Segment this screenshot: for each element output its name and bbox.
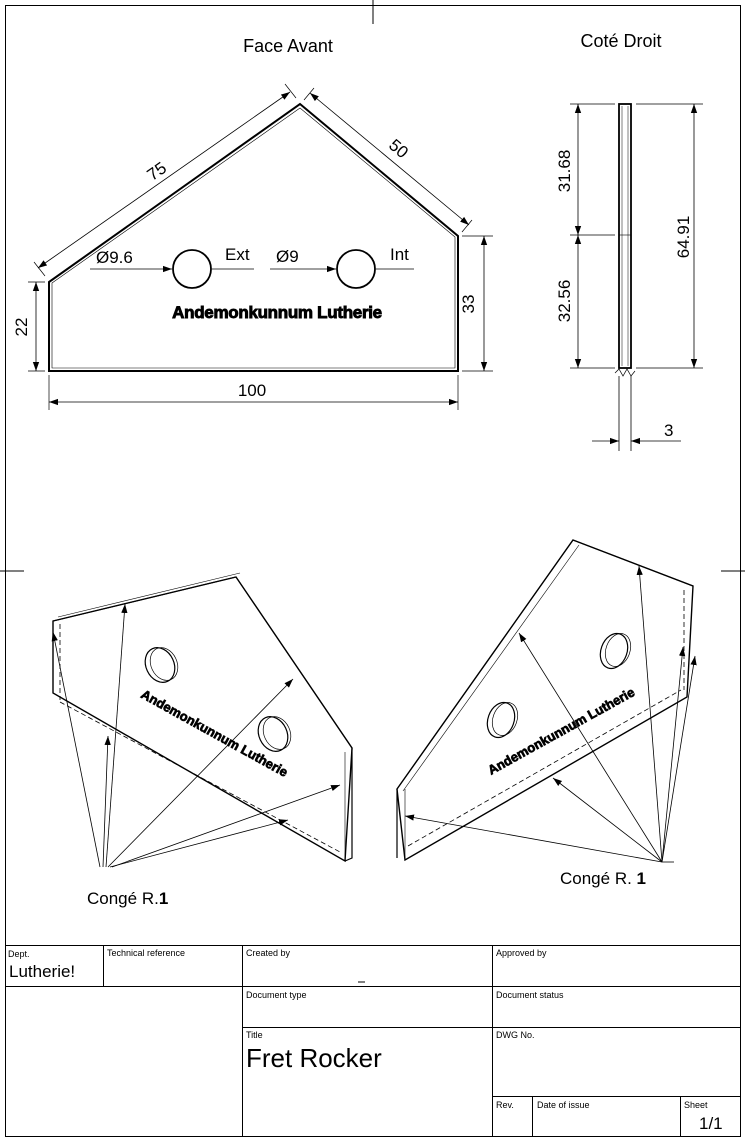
iso-view-right: Andemonkunnum Lutherie bbox=[396, 539, 694, 862]
sheet-label: Sheet bbox=[684, 1100, 708, 1110]
ext-line-75a bbox=[33, 261, 46, 277]
hole-ext bbox=[172, 249, 212, 289]
dim-32-56: 32.56 bbox=[555, 280, 574, 323]
fillet-leaders-right bbox=[404, 565, 697, 863]
ext-line-75b bbox=[284, 83, 297, 99]
dept-value: Lutherie! bbox=[9, 962, 76, 981]
iso-right-face bbox=[396, 539, 694, 862]
iso-left-top-edge bbox=[52, 576, 353, 749]
iso-view-left: Andemonkunnum Lutherie bbox=[52, 572, 353, 863]
iso-right-thickness-top bbox=[402, 544, 580, 792]
dim-100: 100 bbox=[238, 381, 266, 400]
fillet-note-left: Congé R.1 bbox=[87, 889, 168, 908]
iso-left-engraving: Andemonkunnum Lutherie bbox=[139, 687, 291, 780]
iso-right-bottom-hidden bbox=[407, 689, 682, 847]
iso-left-hole-1 bbox=[144, 647, 179, 683]
dim-64-91: 64.91 bbox=[674, 216, 693, 259]
hole-int-diameter: Ø9 bbox=[276, 247, 299, 266]
hole-ext-label: Ext bbox=[225, 245, 250, 264]
ext-line-50a bbox=[303, 87, 315, 101]
side-break-mark bbox=[614, 368, 636, 377]
iso-right-hole-1 bbox=[486, 701, 519, 739]
title-label: Title bbox=[246, 1030, 263, 1040]
front-view-title: Face Avant bbox=[243, 36, 333, 56]
hole-int bbox=[336, 249, 376, 289]
iso-right-top-edge bbox=[396, 539, 694, 790]
side-view-title: Coté Droit bbox=[580, 31, 661, 51]
side-outline bbox=[618, 103, 632, 369]
dim-31-68: 31.68 bbox=[555, 150, 574, 193]
sheet-value: 1/1 bbox=[699, 1114, 723, 1133]
dept-label: Dept. bbox=[8, 949, 30, 959]
ext-line-50b bbox=[461, 219, 473, 233]
created-by-label: Created by bbox=[246, 948, 291, 958]
date-of-issue-label: Date of issue bbox=[537, 1100, 590, 1110]
dim-3: 3 bbox=[664, 421, 673, 440]
dim-22: 22 bbox=[12, 318, 31, 337]
front-view: Ø9.6 Ext Ø9 Int Andemonkunnum Lutherie 7… bbox=[12, 83, 493, 410]
hole-ext-diameter: Ø9.6 bbox=[96, 248, 133, 267]
document-type-label: Document type bbox=[246, 990, 307, 1000]
iso-left-bottom-hidden bbox=[59, 701, 341, 853]
iso-left-hole-2 bbox=[257, 716, 292, 752]
iso-right-hole-2 bbox=[599, 632, 632, 670]
technical-reference-label: Technical reference bbox=[107, 948, 186, 958]
dim-line-50 bbox=[309, 92, 470, 226]
iso-left-right-side bbox=[344, 748, 353, 862]
iso-left-thickness-top bbox=[57, 572, 241, 618]
dim-50: 50 bbox=[385, 135, 412, 162]
rev-label: Rev. bbox=[496, 1100, 514, 1110]
approved-by-label: Approved by bbox=[496, 948, 547, 958]
title-block-grid bbox=[5, 945, 741, 1137]
dim-line-75 bbox=[37, 91, 291, 269]
fillet-leaders-left bbox=[51, 603, 341, 868]
engraving-text: Andemonkunnum Lutherie bbox=[172, 303, 382, 322]
document-status-label: Document status bbox=[496, 990, 564, 1000]
dwg-no-label: DWG No. bbox=[496, 1030, 535, 1040]
hole-int-label: Int bbox=[390, 245, 409, 264]
dim-75: 75 bbox=[144, 158, 170, 184]
dim-33: 33 bbox=[459, 295, 478, 314]
side-view: 31.68 32.56 64.91 3 bbox=[555, 103, 703, 451]
fillet-note-right: Congé R. 1 bbox=[560, 869, 646, 888]
iso-right-engraving: Andemonkunnum Lutherie bbox=[485, 684, 637, 777]
drawing-title: Fret Rocker bbox=[246, 1043, 382, 1073]
